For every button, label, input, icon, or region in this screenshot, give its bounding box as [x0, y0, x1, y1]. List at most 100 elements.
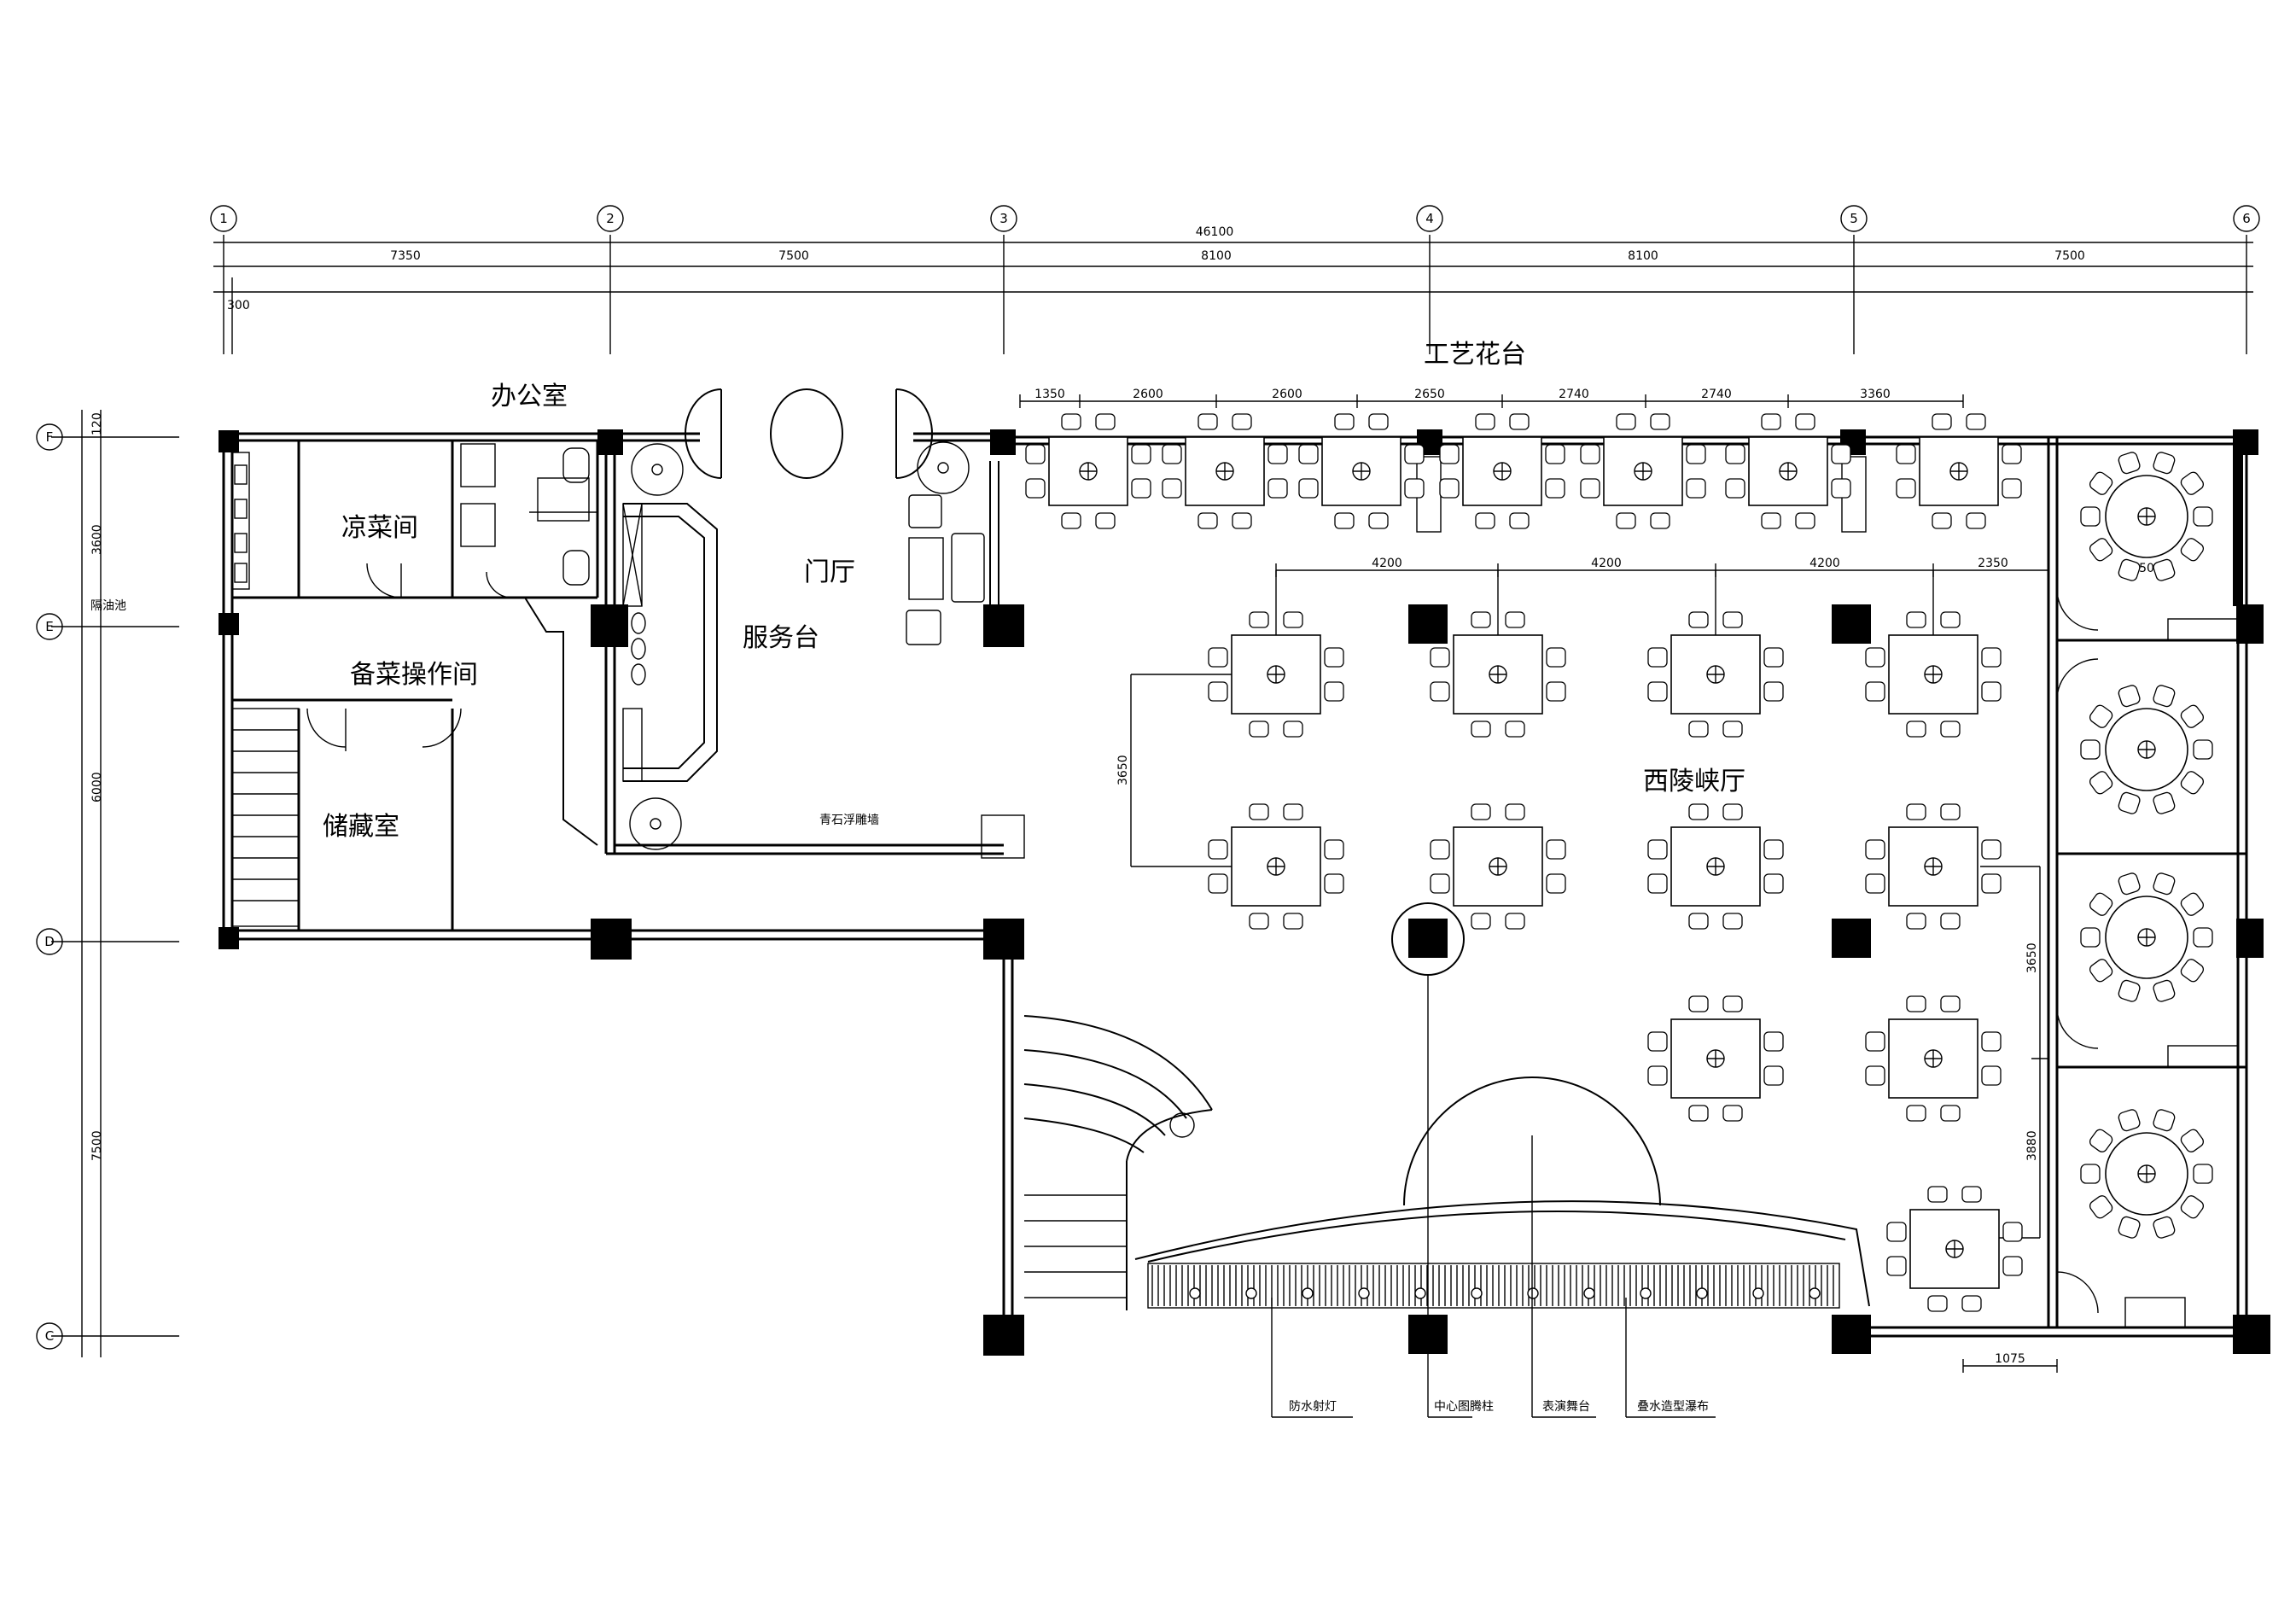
chair [1249, 721, 1269, 738]
chair [2153, 791, 2176, 814]
chair [1580, 478, 1600, 499]
square-dining-table [1298, 413, 1425, 529]
chair [1545, 444, 1565, 464]
round-dining-table [2080, 1109, 2213, 1239]
chair [2118, 1216, 2141, 1239]
row-dimension: 3600 [90, 524, 104, 555]
chair [1509, 512, 1530, 529]
chair [2089, 771, 2113, 795]
chair [1232, 413, 1252, 430]
chair [1763, 839, 1784, 860]
chair [1131, 478, 1151, 499]
spacing-dim: 3360 [1860, 388, 1891, 401]
chair [1932, 512, 1952, 529]
chair [1475, 413, 1495, 430]
chair [1430, 839, 1450, 860]
chair [1298, 478, 1319, 499]
chair [2002, 1256, 2023, 1276]
chair [1647, 873, 1668, 894]
storage-room-label: 储藏室 [323, 812, 399, 842]
chair [1688, 913, 1709, 930]
chair [1198, 413, 1218, 430]
chair [1249, 611, 1269, 628]
chair [1061, 512, 1081, 529]
chair [1761, 413, 1781, 430]
square-dining-table [1647, 611, 1784, 738]
spotlight-icon [1358, 1287, 1370, 1299]
chair [1865, 1031, 1885, 1052]
chair [1505, 803, 1525, 820]
chair [1580, 444, 1600, 464]
chair [1761, 512, 1781, 529]
square-dining-table [1025, 413, 1151, 529]
chair [1865, 1065, 1885, 1086]
chair [2153, 558, 2176, 581]
dining-tables [1025, 413, 2023, 1312]
chair [1249, 913, 1269, 930]
round-dining-table [2080, 452, 2213, 581]
chair [2118, 979, 2141, 1002]
potted-plants [629, 441, 970, 850]
chair [1896, 478, 1916, 499]
callout-leaders [1271, 975, 1716, 1418]
chair [1932, 413, 1952, 430]
chair [1647, 839, 1668, 860]
square-dining-table [1865, 611, 2002, 738]
chair [1324, 647, 1344, 668]
chair [2153, 1109, 2176, 1132]
spacing-dim: 3650 [1116, 755, 1130, 785]
lounge-sofa-set [906, 494, 985, 645]
chair [1208, 873, 1228, 894]
chair [1722, 803, 1743, 820]
chair [1940, 611, 1961, 628]
chair [1981, 1065, 2002, 1086]
chair [1283, 913, 1303, 930]
chair [2153, 979, 2176, 1002]
spotlight-icon [1302, 1287, 1314, 1299]
chair [1906, 913, 1926, 930]
waterfall-hatching [1151, 1265, 1834, 1306]
chair [1940, 1105, 1961, 1122]
spacing-dim: 1350 [1034, 388, 1065, 401]
column-axis-bubbles: 1 2 3 4 5 6 [210, 205, 2260, 232]
axis-label: C [45, 1328, 54, 1344]
chair [1208, 647, 1228, 668]
chair [1650, 413, 1670, 430]
offset-dimension: 300 [227, 299, 250, 312]
chair [1131, 444, 1151, 464]
chair [1722, 721, 1743, 738]
chair [1722, 611, 1743, 628]
chair [1886, 1256, 1907, 1276]
span-dimension: 8100 [1628, 249, 1658, 263]
chair [1795, 413, 1815, 430]
square-dining-table [1208, 611, 1344, 738]
square-dining-table [1896, 413, 2022, 529]
chair [2118, 872, 2141, 896]
chair [2193, 1164, 2213, 1184]
relief-wall-label: 青石浮雕墙 [819, 814, 879, 827]
spotlight-icon [1414, 1287, 1426, 1299]
office-label: 办公室 [491, 382, 568, 411]
chair [1267, 444, 1288, 464]
relief-wall-block [981, 814, 1025, 859]
square-dining-table [1430, 803, 1566, 930]
chair [2118, 685, 2141, 708]
private-room-round-tables [2080, 452, 2213, 1239]
axis-label: E [45, 619, 53, 634]
axis-label: D [44, 934, 55, 949]
chair [1981, 1031, 2002, 1052]
chair [1906, 721, 1926, 738]
chair [1722, 995, 1743, 1012]
chair [1686, 444, 1706, 464]
chair [1906, 803, 1926, 820]
chair [1546, 647, 1566, 668]
chair [2089, 959, 2113, 983]
chair [1162, 478, 1182, 499]
chair [1509, 413, 1530, 430]
spotlight-icon [1752, 1287, 1764, 1299]
chair [1324, 839, 1344, 860]
chair [1865, 839, 1885, 860]
top-dimension-lines [213, 235, 2253, 354]
spotlight-icon [1640, 1287, 1652, 1299]
chair [1961, 1186, 1982, 1203]
